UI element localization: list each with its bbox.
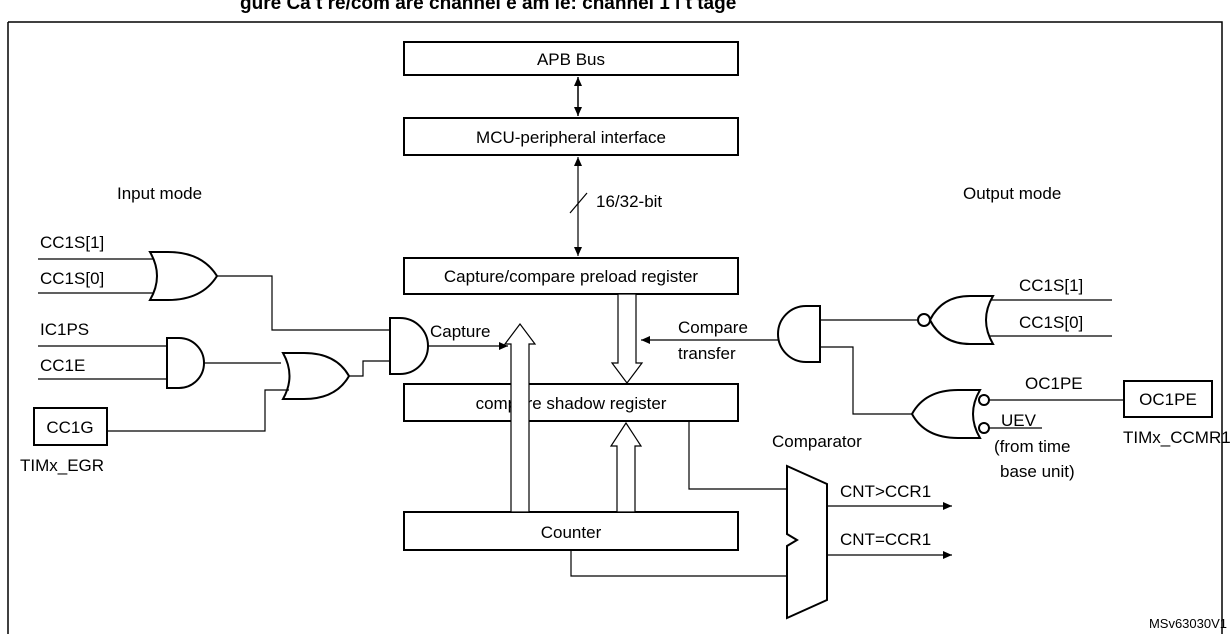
uev-note-line-1: (from time (994, 437, 1071, 456)
nor2-to-and-wire (820, 346, 912, 415)
cc1e-label: CC1E (40, 356, 85, 375)
oc1pe-box (1123, 380, 1213, 418)
capture-and-gate (389, 317, 429, 375)
capture-hollow-arrow (503, 323, 537, 513)
input-or2-output-wire (349, 360, 390, 377)
cnt-eq-label: CNT=CCR1 (840, 530, 931, 549)
oc1pe-signal-label: OC1PE (1025, 374, 1083, 393)
compare-transfer-label-2: transfer (678, 344, 736, 363)
input-mode-heading: Input mode (117, 184, 202, 203)
output-nor-gate-2 (910, 389, 982, 439)
counter-box (403, 511, 739, 551)
shadow-to-comparator-wire (688, 421, 787, 490)
cc1g-wire (107, 389, 289, 432)
figure-title: gure Ca t re/com are channel e am le: ch… (240, 0, 736, 14)
counter-to-comparator-wire (570, 550, 787, 577)
cc1g-label: CC1G (46, 418, 93, 437)
bus-width-slash (569, 192, 588, 214)
ic1ps-label: IC1PS (40, 320, 89, 339)
capture-label: Capture (430, 322, 490, 341)
input-or-gate-2 (281, 352, 351, 400)
input-cc1s0-label: CC1S[0] (40, 269, 104, 288)
cnt-gt-label: CNT>CCR1 (840, 482, 931, 501)
counter-label: Counter (541, 523, 602, 542)
input-and-gate (166, 337, 205, 389)
output-nor-gate-1 (928, 295, 995, 345)
output-nor1-bubble (917, 313, 931, 327)
compare-and-gate (777, 305, 821, 363)
input-cc1s1-label: CC1S[1] (40, 233, 104, 252)
uev-note-line-2: base unit) (1000, 462, 1075, 481)
apb-bus-box (403, 41, 739, 76)
output-cc1s1-label: CC1S[1] (1019, 276, 1083, 295)
comparator-label: Comparator (772, 432, 862, 451)
mcu-interface-label: MCU-peripheral interface (476, 128, 666, 147)
apb-bus-label: APB Bus (537, 50, 605, 69)
input-or-gate-1 (148, 251, 219, 301)
figure-frame (7, 21, 1223, 634)
bus-width-label: 16/32-bit (596, 192, 662, 211)
timx-ccmr1-label: TIMx_CCMR1 (1123, 428, 1231, 447)
compare-transfer-label-1: Compare (678, 318, 748, 337)
doc-id-label: MSv63030V1 (1149, 616, 1227, 631)
oc1pe-box-label: OC1PE (1139, 390, 1197, 409)
uev-bubble (978, 422, 990, 434)
preload-register-label: Capture/compare preload register (444, 267, 699, 286)
output-mode-heading: Output mode (963, 184, 1061, 203)
cc1g-box (33, 407, 108, 446)
preload-register-box (403, 257, 739, 295)
mcu-interface-box (403, 117, 739, 156)
timx-egr-label: TIMx_EGR (20, 456, 104, 475)
transfer-hollow-arrow (610, 293, 644, 384)
input-or1-output-wire (217, 275, 390, 331)
comparator-mux (786, 464, 828, 620)
uev-label: UEV (1001, 411, 1037, 430)
oc1pe-bubble (978, 394, 990, 406)
shadow-register-label: compare shadow register (476, 394, 667, 413)
output-cc1s0-label: CC1S[0] (1019, 313, 1083, 332)
counter-hollow-arrow (609, 421, 643, 513)
shadow-register-box (403, 383, 739, 422)
